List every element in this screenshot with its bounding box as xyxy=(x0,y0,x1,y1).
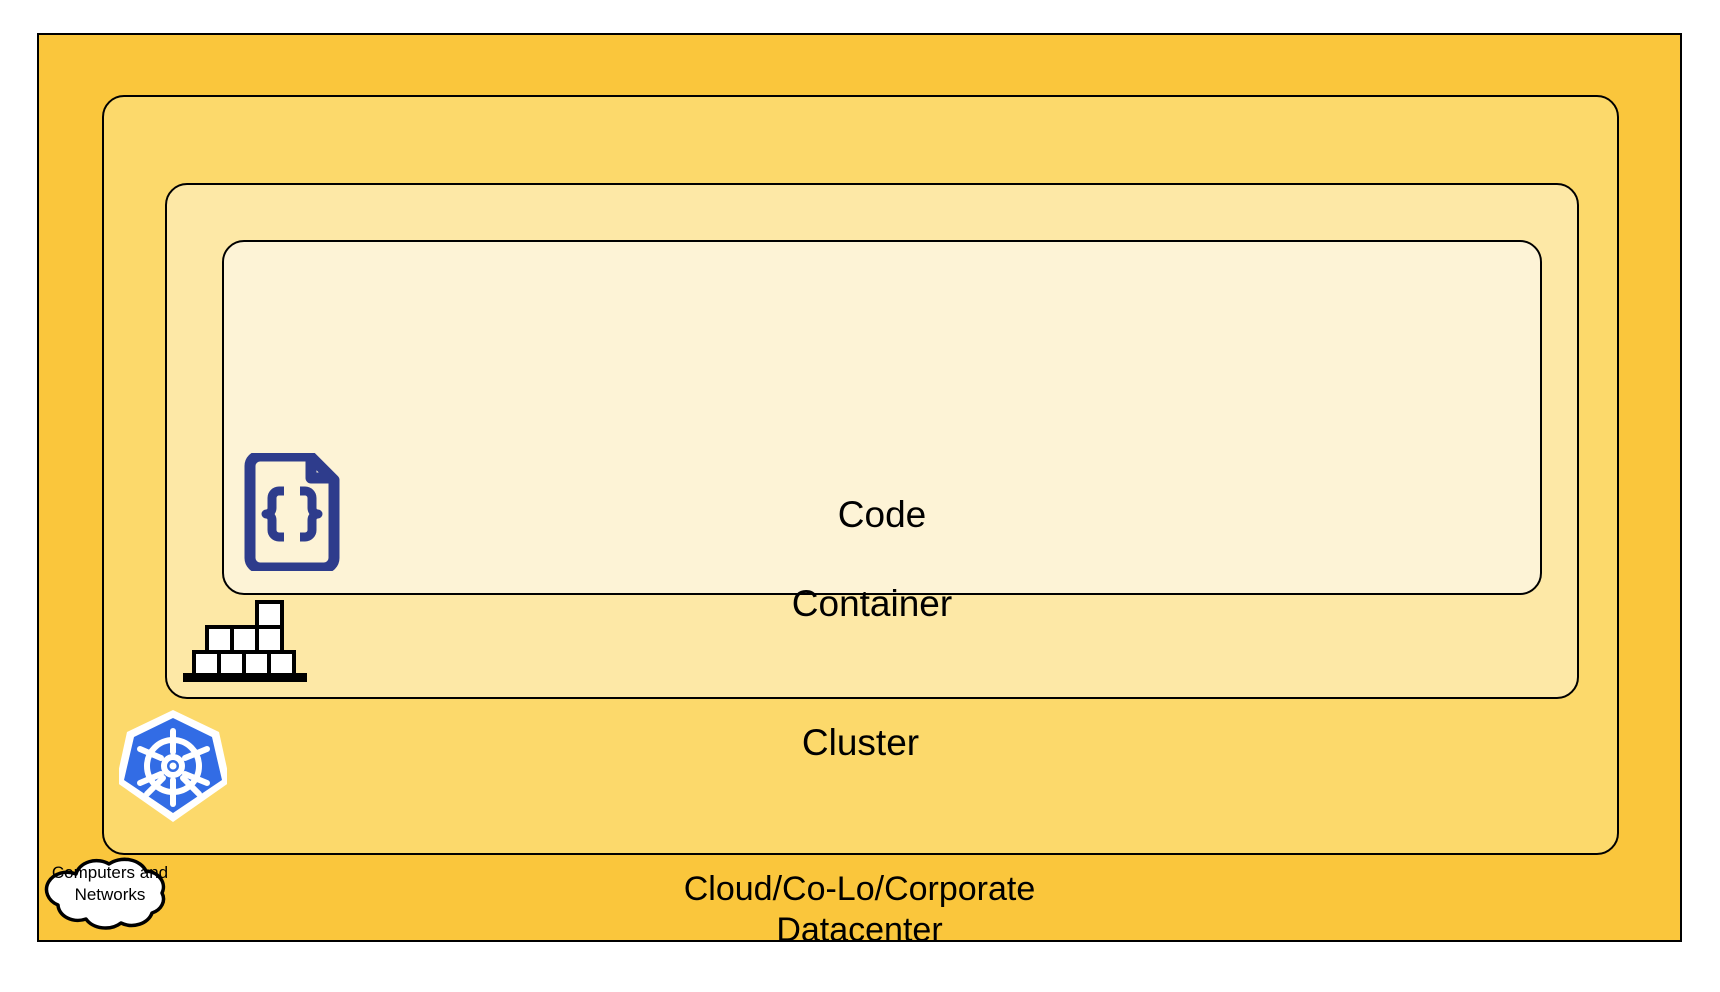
layer-box-code xyxy=(222,240,1542,595)
code-braces-document-icon xyxy=(240,450,344,574)
kubernetes-helm-icon xyxy=(116,709,230,823)
container-blocks-icon xyxy=(181,600,309,683)
cloud-shape xyxy=(35,845,185,945)
